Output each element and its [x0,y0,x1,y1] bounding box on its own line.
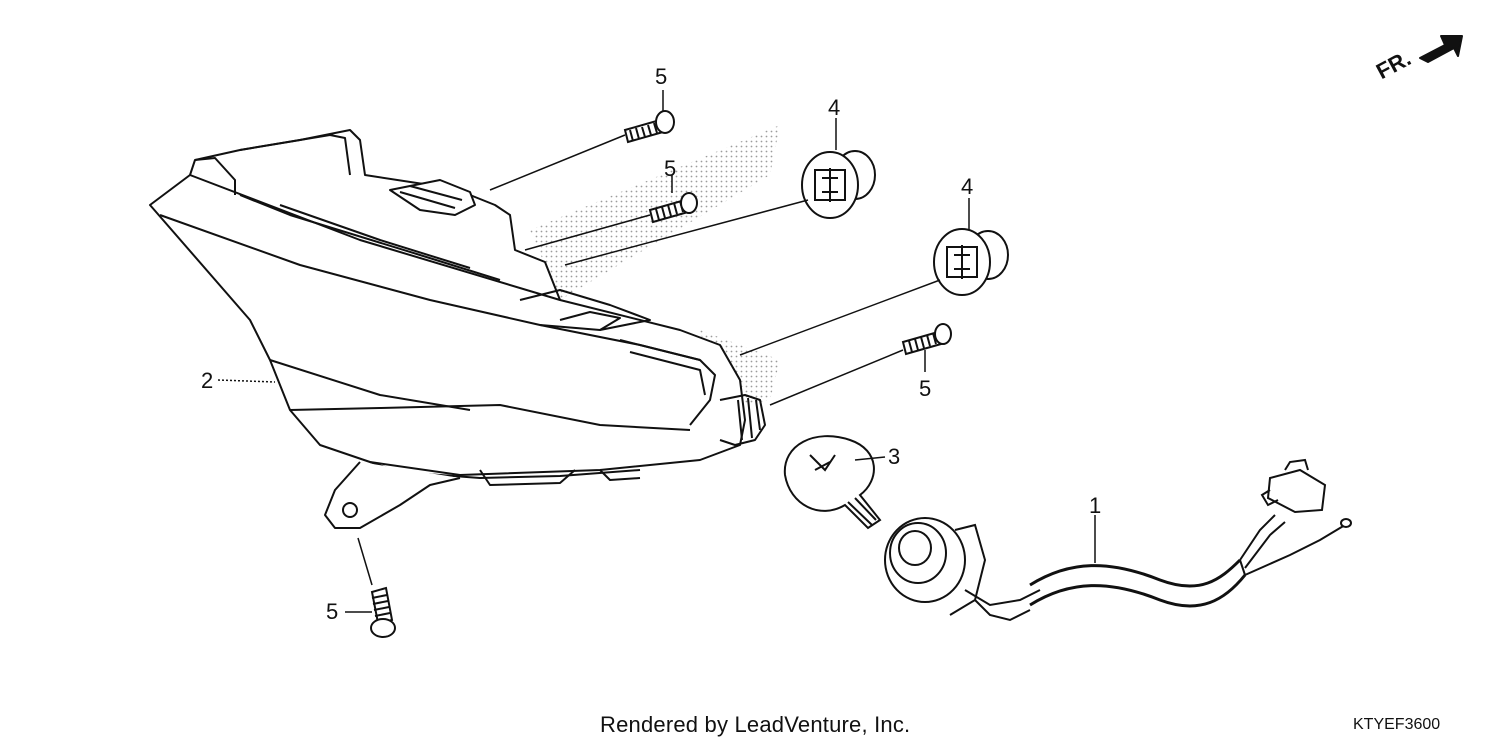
screw-top [623,110,675,144]
footer-credit: Rendered by LeadVenture, Inc. [600,712,911,737]
front-direction-arrow-icon [1419,35,1463,63]
callout-bulb: 3 [888,444,901,469]
callout-screw-right: 5 [919,376,932,401]
callout-screw-bottom: 5 [326,599,339,624]
leader-lines [217,90,1096,613]
screw-mid [648,192,698,224]
callout-screw-top: 5 [655,64,668,89]
tail-lamp-housing [149,129,766,529]
callout-socket-harness: 1 [1089,493,1102,518]
socket-harness [884,458,1352,622]
callout-grommet-top: 4 [828,95,841,120]
diagram-code: KTYEF3600 [1353,716,1441,733]
bulb [783,435,882,530]
screw-right [901,323,952,356]
callout-grommet-right: 4 [961,174,974,199]
callout-housing: 2 [201,368,214,393]
callout-screw-mid: 5 [664,156,677,181]
screw-bottom [370,586,396,638]
grommet-right [933,228,1009,296]
grommet-top [801,150,876,219]
